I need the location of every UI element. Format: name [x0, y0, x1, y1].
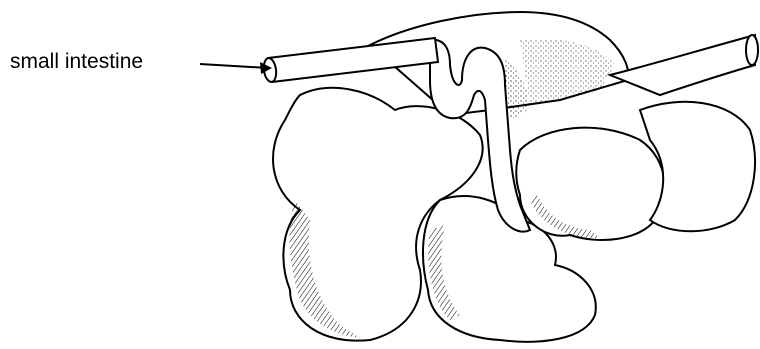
small-intestine-label: small intestine: [10, 50, 143, 74]
right-lobe-inner: [516, 128, 665, 240]
right-tube: [610, 35, 755, 95]
right-tube-end: [746, 35, 758, 65]
label-pointer-line: [200, 64, 268, 68]
